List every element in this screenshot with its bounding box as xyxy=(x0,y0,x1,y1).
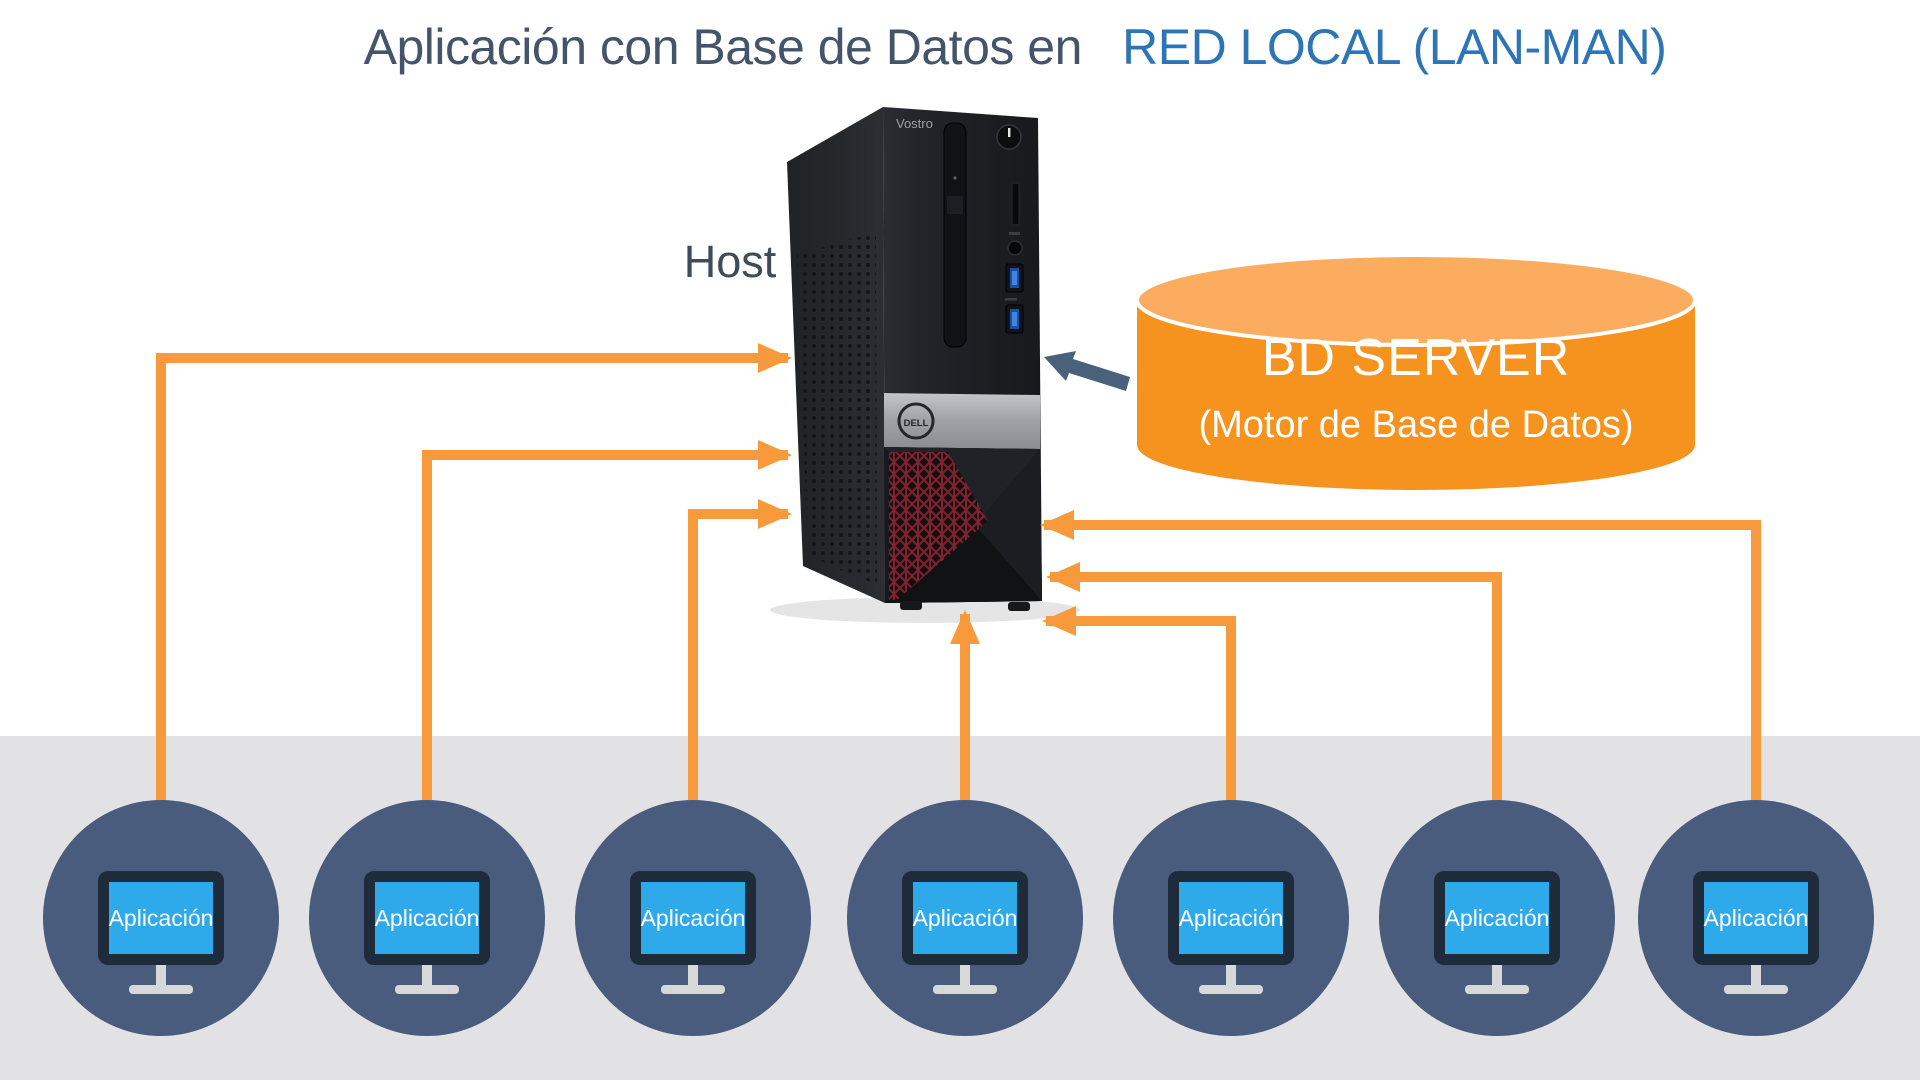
client-app-label: Aplicación xyxy=(109,905,214,931)
host-computer: Vostro DELL xyxy=(787,107,1042,611)
client-app-label: Aplicación xyxy=(375,905,480,931)
cylinder-lid xyxy=(1135,253,1697,347)
sd-slot-label xyxy=(1009,232,1020,235)
monitor-screen xyxy=(1704,882,1808,954)
tower-foot xyxy=(900,601,922,610)
client-node: Aplicación xyxy=(43,800,279,1036)
title-text: Aplicación con Base de Datos en xyxy=(363,19,1083,75)
monitor-screen xyxy=(641,882,745,954)
client-app-label: Aplicación xyxy=(1179,905,1284,931)
database-subtitle: (Motor de Base de Datos) xyxy=(1198,404,1633,446)
tower-foot xyxy=(1008,602,1030,611)
monitor-screen xyxy=(1179,882,1283,954)
red-mesh-grille xyxy=(889,452,988,600)
monitor-stand-base xyxy=(1199,985,1263,994)
power-icon xyxy=(1008,128,1011,137)
client-node: Aplicación xyxy=(1113,800,1349,1036)
monitor-stand-neck xyxy=(1751,965,1761,985)
monitor-stand-neck xyxy=(422,965,432,985)
vostro-label: Vostro xyxy=(896,116,933,131)
client-app-label: Aplicación xyxy=(913,905,1018,931)
cylinder-bottom xyxy=(1137,400,1695,490)
title-highlight: RED LOCAL (LAN-MAN) xyxy=(1122,19,1667,75)
monitor-stand-base xyxy=(933,985,997,994)
database-title: BD SERVER xyxy=(1262,329,1571,387)
headphone-jack xyxy=(1007,240,1023,256)
optical-drive-eject-button xyxy=(947,196,963,214)
connection-arrow xyxy=(1042,606,1236,806)
host-label: Host xyxy=(683,236,777,287)
monitor-stand-base xyxy=(1724,985,1788,994)
monitor-screen xyxy=(109,882,213,954)
monitor-stand-neck xyxy=(1226,965,1236,985)
usb-port xyxy=(1005,263,1024,293)
monitor-stand-neck xyxy=(688,965,698,985)
dell-logo: DELL xyxy=(897,402,935,440)
client-node: Aplicación xyxy=(847,800,1083,1036)
connection-arrow xyxy=(156,343,792,806)
monitor-screen xyxy=(1445,882,1549,954)
client-node: Aplicación xyxy=(309,800,545,1036)
monitor-stand-neck xyxy=(960,965,970,985)
monitor-stand-base xyxy=(1465,985,1529,994)
connection-arrow xyxy=(422,440,792,806)
tower-vent-grille xyxy=(797,232,877,585)
monitor-stand-base xyxy=(129,985,193,994)
connection-arrow xyxy=(1046,562,1502,806)
connection-arrow xyxy=(1040,510,1761,806)
optical-drive xyxy=(943,122,967,348)
monitor-stand-base xyxy=(395,985,459,994)
client-app-label: Aplicación xyxy=(641,905,746,931)
lower-facet-right xyxy=(975,449,1042,601)
connection-arrow xyxy=(688,499,792,806)
client-app-label: Aplicación xyxy=(1704,905,1809,931)
client-node: Aplicación xyxy=(1379,800,1615,1036)
monitor-screen xyxy=(913,882,1017,954)
sd-card-slot xyxy=(1011,182,1020,226)
page-title: Aplicación con Base de Datos en RED LOCA… xyxy=(55,18,1920,76)
client-node: Aplicación xyxy=(1638,800,1874,1036)
usb-port xyxy=(1005,304,1024,334)
client-connections xyxy=(156,343,1761,806)
monitor-stand-base xyxy=(661,985,725,994)
client-node: Aplicación xyxy=(575,800,811,1036)
db-to-host-arrow xyxy=(1044,351,1130,391)
tower-shadow xyxy=(770,597,1080,623)
usb-label xyxy=(1005,298,1017,301)
lower-facet-bottom xyxy=(885,525,1042,603)
monitor-stand-neck xyxy=(156,965,166,985)
monitor-stand-neck xyxy=(1492,965,1502,985)
monitor-screen xyxy=(375,882,479,954)
drive-led xyxy=(953,176,957,180)
database-cylinder: BD SERVER (Motor de Base de Datos) xyxy=(1135,253,1697,490)
client-nodes: Aplicación Aplicación Aplicación Aplicación… xyxy=(43,800,1874,1036)
svg-text:DELL: DELL xyxy=(904,418,929,429)
client-app-label: Aplicación xyxy=(1445,905,1550,931)
